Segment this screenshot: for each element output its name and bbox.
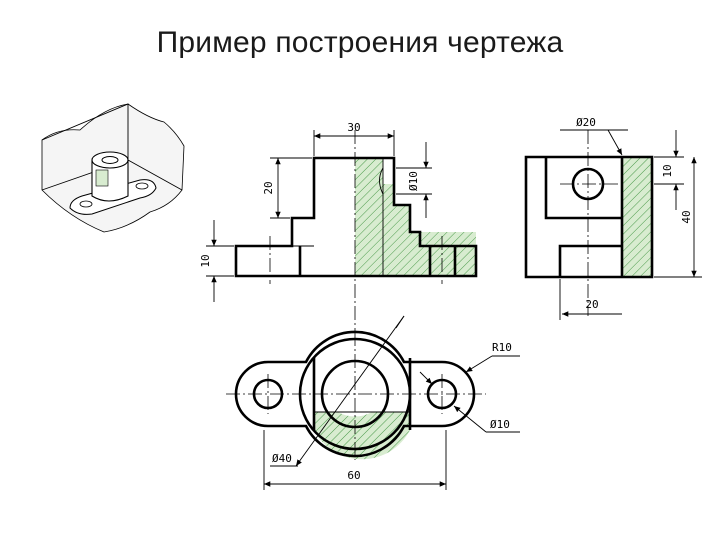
dim-plan-length-60: 60 bbox=[347, 469, 360, 482]
dim-plan-dia-10: Ø10 bbox=[490, 418, 510, 431]
dim-width-30: 30 bbox=[347, 121, 360, 134]
dim-plan-dia-40: Ø40 bbox=[272, 452, 292, 465]
dim-hole-dia-10: Ø10 bbox=[407, 171, 420, 191]
front-view bbox=[206, 130, 478, 332]
dim-plan-r10: R10 bbox=[492, 341, 512, 354]
dim-side-dia-20: Ø20 bbox=[576, 116, 596, 129]
side-view bbox=[524, 129, 702, 320]
dim-side-top-10: 10 bbox=[661, 164, 674, 177]
plan-view bbox=[226, 315, 520, 490]
dim-base-10: 10 bbox=[199, 254, 212, 267]
dim-side-total-40: 40 bbox=[680, 210, 693, 223]
dim-side-bottom-20: 20 bbox=[585, 298, 598, 311]
slide-title: Пример построения чертежа bbox=[156, 26, 564, 59]
dim-height-20: 20 bbox=[262, 181, 275, 194]
isometric-view bbox=[41, 103, 185, 233]
